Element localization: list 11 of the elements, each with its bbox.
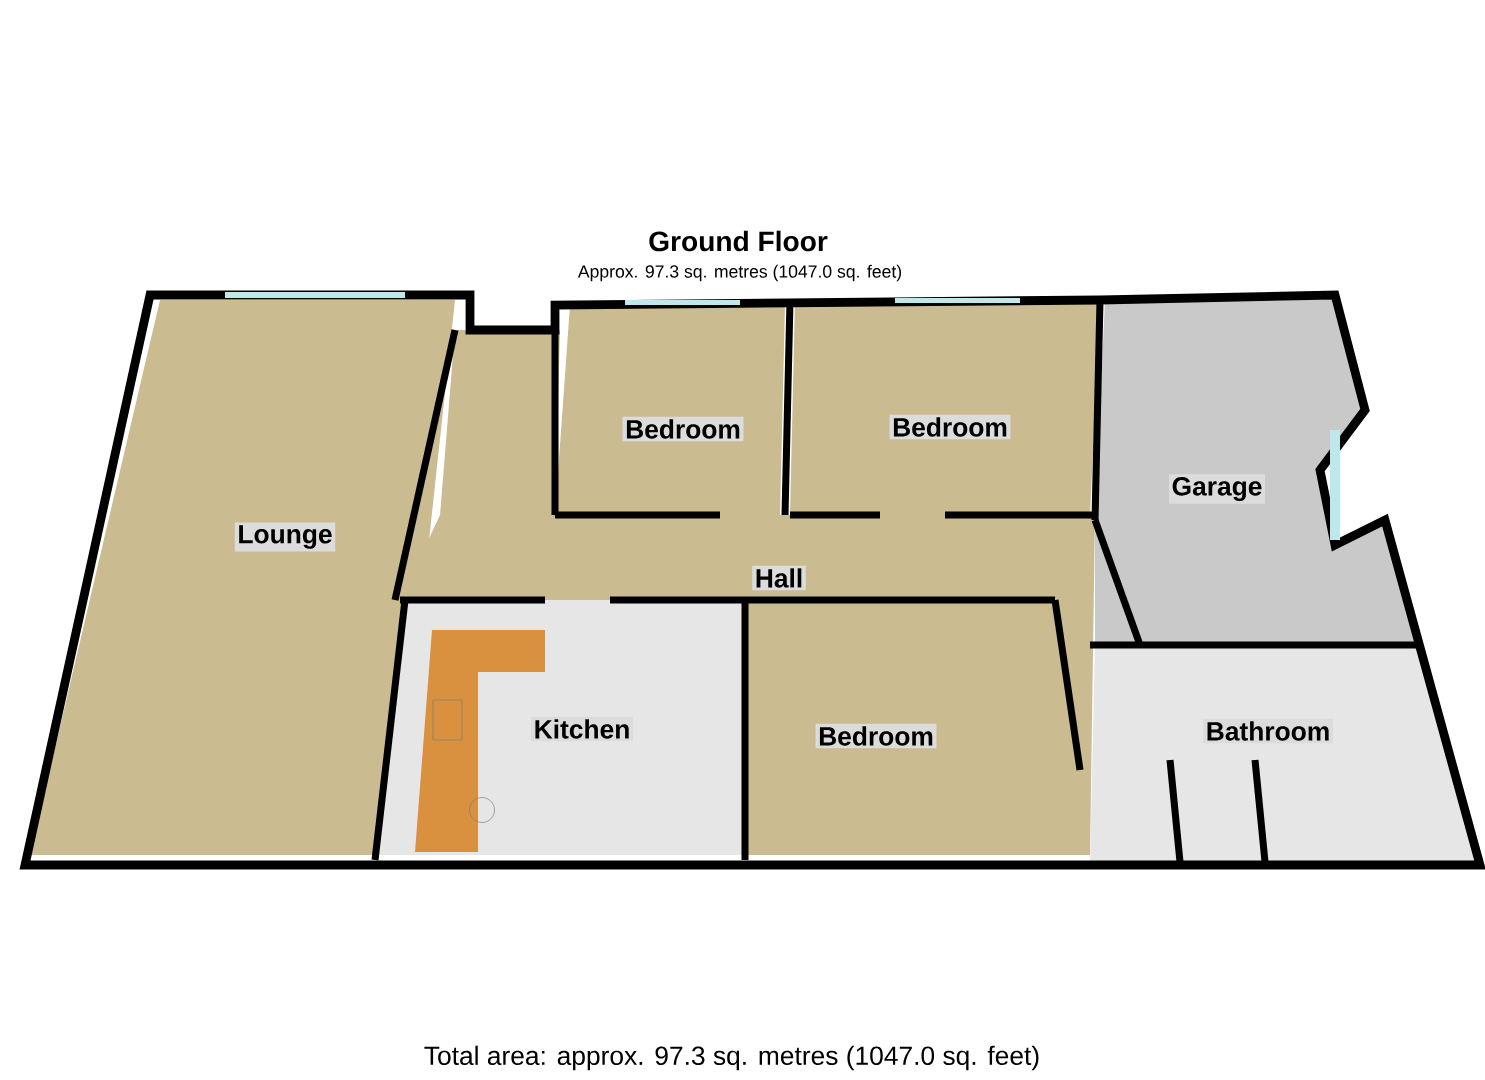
room: Bathroom <box>1090 645 1475 862</box>
title: Ground Floor <box>649 230 828 252</box>
room: Bedroom <box>790 300 1100 515</box>
room: Garage <box>1095 300 1420 645</box>
room: Bedroom <box>745 600 1080 855</box>
area-note: Approx. 97.3 sq. metres (1047.0 sq. feet) <box>577 264 902 282</box>
caption: Total area: approx. 97.3 sq. metres (1047.0 sq. feet) <box>424 1045 1039 1071</box>
room: Lounge <box>30 300 455 855</box>
node-label: Bedroom <box>819 726 933 746</box>
room: Bedroom <box>555 305 785 515</box>
node-label: Hall <box>756 568 802 588</box>
